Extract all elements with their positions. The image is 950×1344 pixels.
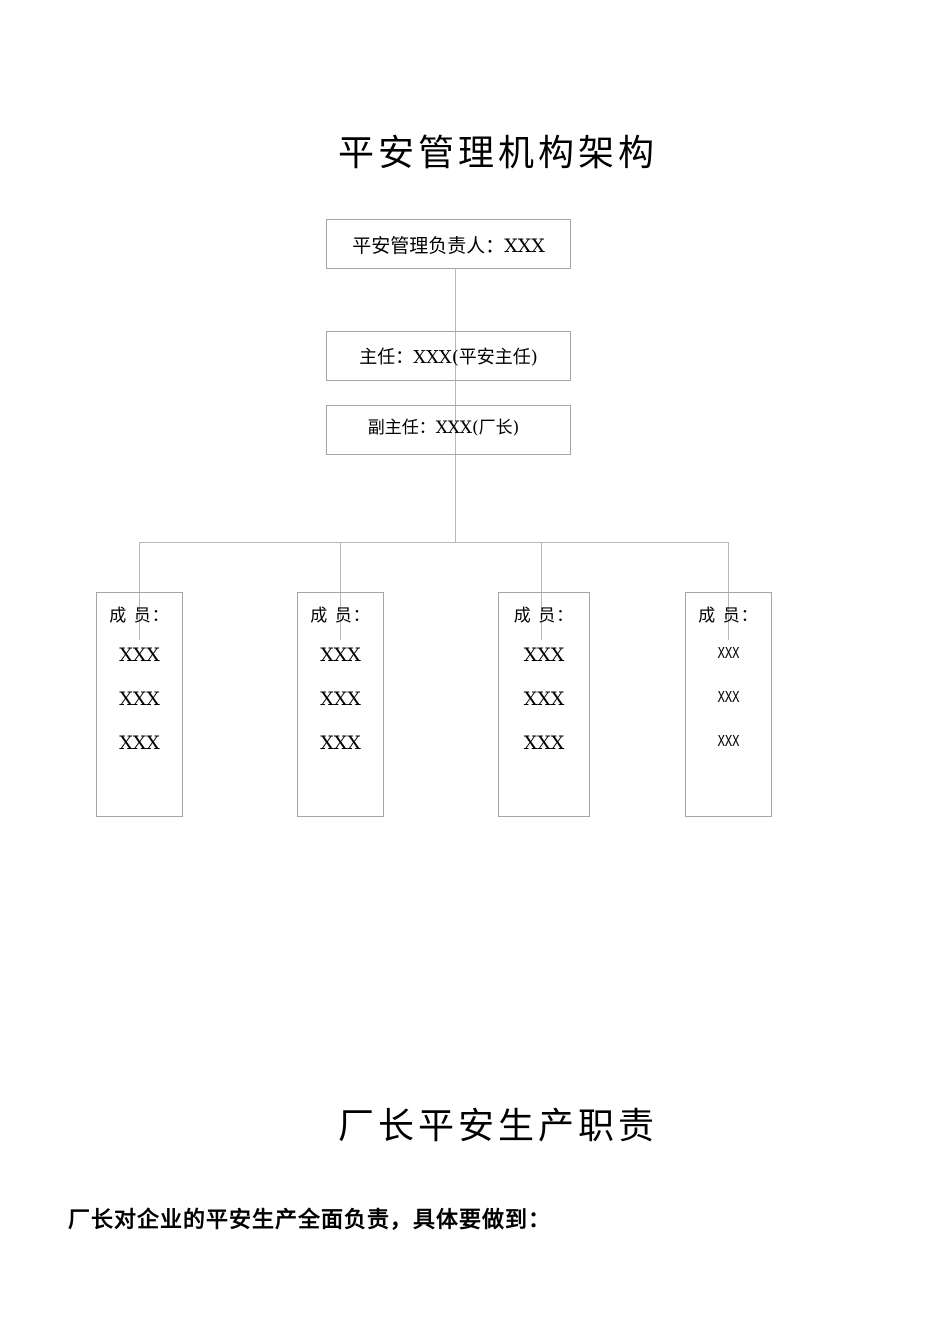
deputy-director-text: 副主任：XXX(厂长) <box>367 418 520 438</box>
member-name: XXX <box>717 644 740 662</box>
org-chart-title: 平安管理机构架构 <box>337 133 658 174</box>
member-group-3: 成 员： XXX XXX XXX <box>498 592 590 817</box>
member-name: XXX <box>523 732 565 754</box>
member-group-4: 成 员： XXX XXX XXX <box>685 592 772 817</box>
safety-head-box: 平安管理负责人：XXX <box>326 219 571 269</box>
connector-head-to-director <box>455 268 456 331</box>
duty-lead-text: 厂长对企业的平安生产全面负责，具体要做到： <box>68 1207 552 1233</box>
connector-branch-4 <box>728 542 729 640</box>
member-name: XXX <box>717 688 740 706</box>
connector-deputy-to-branch <box>455 330 456 543</box>
member-name: XXX <box>523 688 565 710</box>
member-name: XXX <box>119 732 160 754</box>
member-label: 成 员： <box>513 606 575 626</box>
member-label: 成 员： <box>109 606 170 626</box>
member-label: 成 员： <box>698 606 759 626</box>
member-group-1: 成 员： XXX XXX XXX <box>96 592 183 817</box>
member-label: 成 员： <box>310 606 371 626</box>
member-name: XXX <box>119 688 160 710</box>
member-name: XXX <box>320 732 361 754</box>
deputy-director-box: 副主任：XXX(厂长) <box>326 405 571 455</box>
member-name: XXX <box>717 732 740 750</box>
member-name: XXX <box>320 644 361 666</box>
connector-branch-1 <box>139 542 140 640</box>
director-text: 主任：XXX(平安主任) <box>359 347 538 368</box>
connector-branch-3 <box>541 542 542 640</box>
duty-section-title: 厂长平安生产职责 <box>337 1106 658 1147</box>
member-name: XXX <box>119 644 160 666</box>
connector-branch-horizontal <box>139 542 729 543</box>
director-box: 主任：XXX(平安主任) <box>326 331 571 381</box>
safety-head-text: 平安管理负责人：XXX <box>352 234 545 257</box>
member-group-2: 成 员： XXX XXX XXX <box>297 592 384 817</box>
member-name: XXX <box>320 688 361 710</box>
connector-branch-2 <box>340 542 341 640</box>
member-name: XXX <box>523 644 565 666</box>
